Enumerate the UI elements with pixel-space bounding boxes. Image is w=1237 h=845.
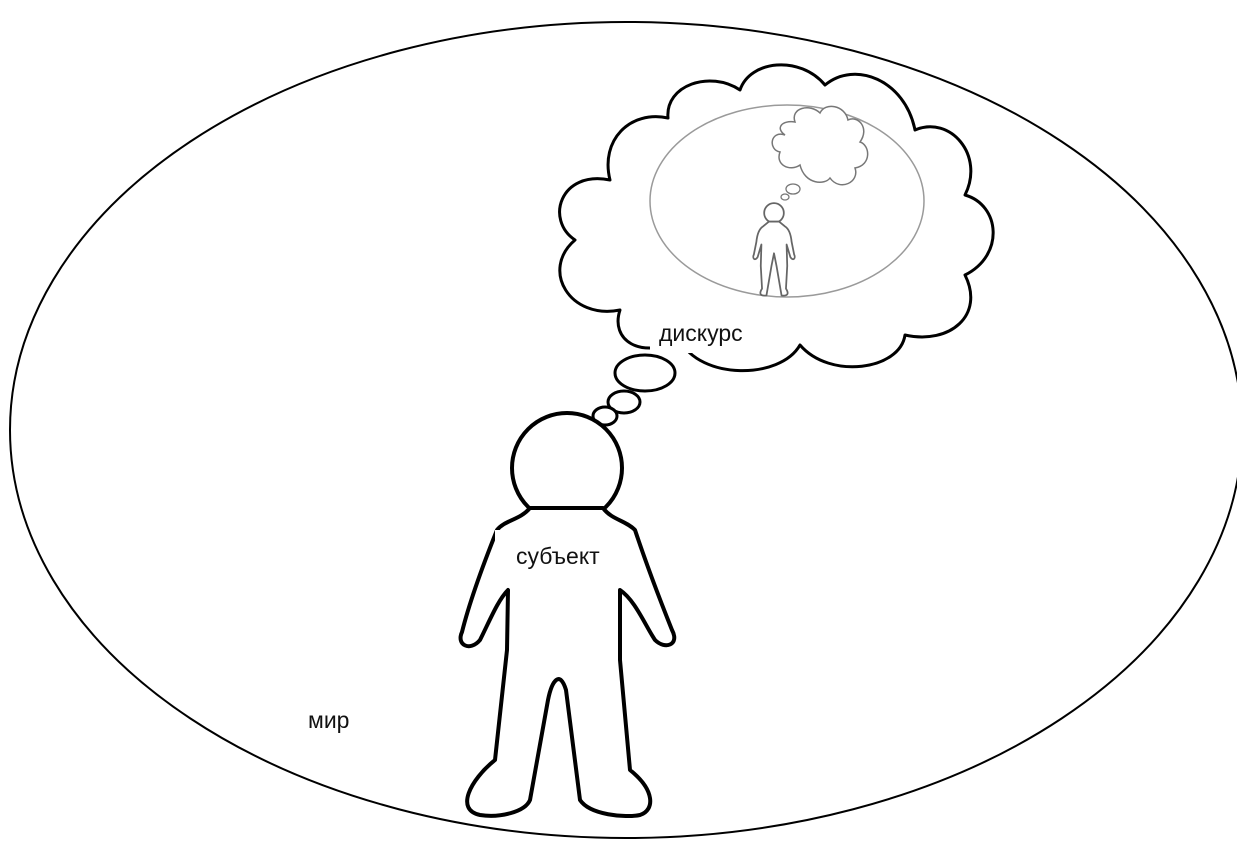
thought-trail-bubble-large [615, 355, 675, 391]
subject-figure [461, 413, 675, 816]
discourse-label: дискурс [659, 320, 743, 346]
inner-trail-bubble-large [786, 184, 800, 194]
inner-trail-bubble-small [781, 194, 789, 200]
world-label: мир [308, 707, 349, 733]
subject-label: субъект [516, 543, 600, 569]
